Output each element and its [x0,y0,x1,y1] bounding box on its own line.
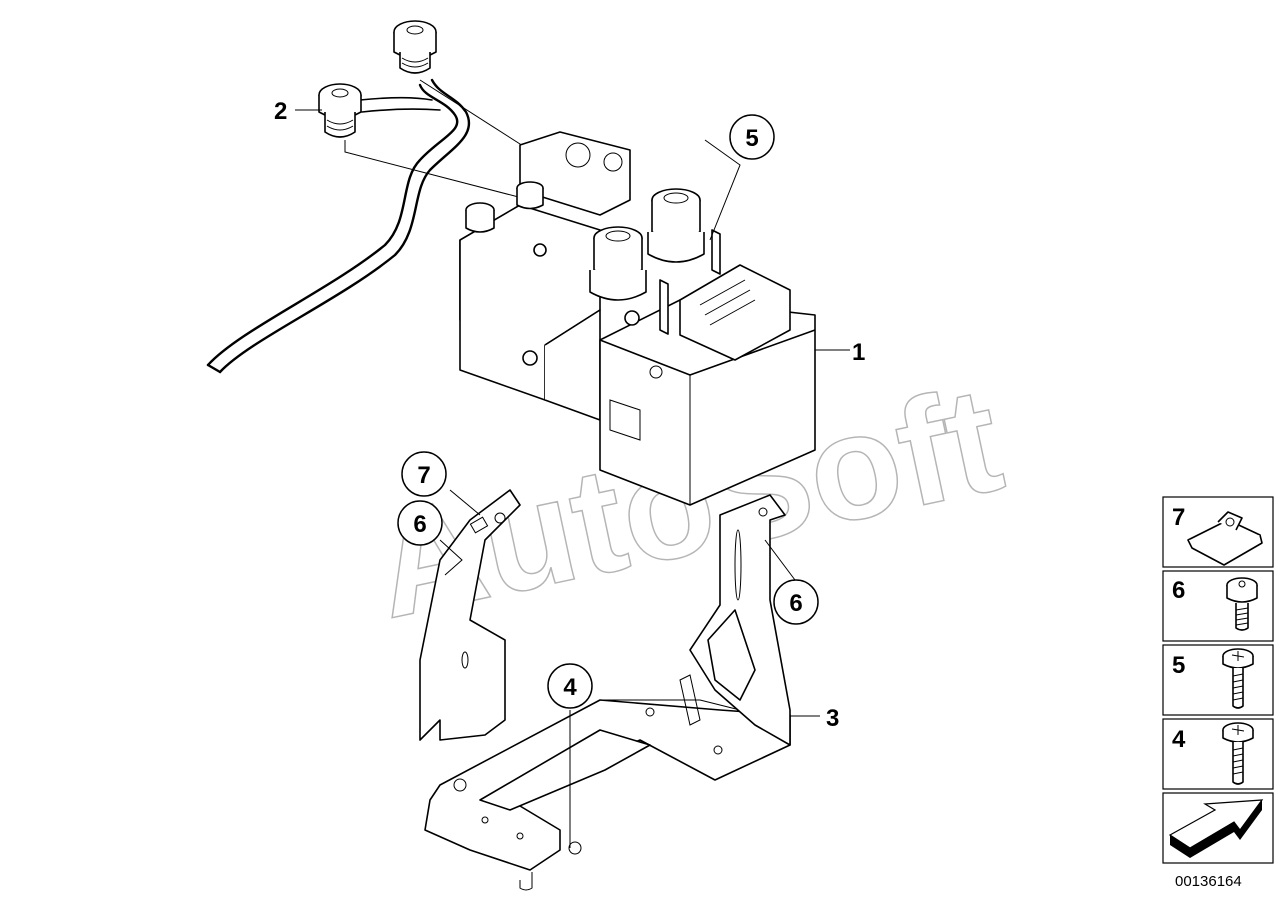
valve-dome-1 [589,226,647,301]
callout-6a: 6 [397,500,443,546]
mounting-bracket [295,109,820,891]
svg-text:3: 3 [826,705,839,732]
clip-nut-icon [1187,511,1263,566]
svg-text:7: 7 [417,462,430,489]
callout-1: 1 [852,339,865,366]
arrow-icon [1168,799,1264,858]
legend-item-4: 4 [1162,718,1274,790]
hose-assembly [206,20,546,374]
svg-text:5: 5 [1172,652,1185,679]
callout-3: 3 [826,705,839,732]
reference-number: 00136164 [1175,873,1242,890]
svg-text:6: 6 [413,511,426,538]
callout-4: 4 [547,663,593,709]
callout-7: 7 [401,451,447,497]
svg-text:2: 2 [274,98,287,125]
legend-arrow-box [1162,792,1274,864]
legend-item-5: 5 [1162,644,1274,716]
callout-5: 5 [729,114,775,160]
lower-plug [318,83,362,138]
svg-text:6: 6 [1172,577,1185,604]
parts-legend: 7 6 5 [1162,496,1274,864]
long-screw-icon [1222,722,1254,785]
svg-text:4: 4 [563,674,577,701]
svg-text:7: 7 [1172,504,1185,531]
legend-item-6: 6 [1162,570,1274,642]
svg-text:5: 5 [745,125,758,152]
callout-6b: 6 [773,579,819,625]
svg-text:4: 4 [1172,726,1186,753]
long-screw-icon [1222,648,1254,709]
hydraulic-unit [459,131,850,506]
short-screw-icon [1226,577,1258,631]
upper-plug [393,20,437,74]
valve-dome-2 [647,188,705,263]
svg-text:6: 6 [789,590,802,617]
svg-text:1: 1 [852,339,865,366]
callout-2: 2 [274,98,287,125]
legend-item-7: 7 [1162,496,1274,568]
